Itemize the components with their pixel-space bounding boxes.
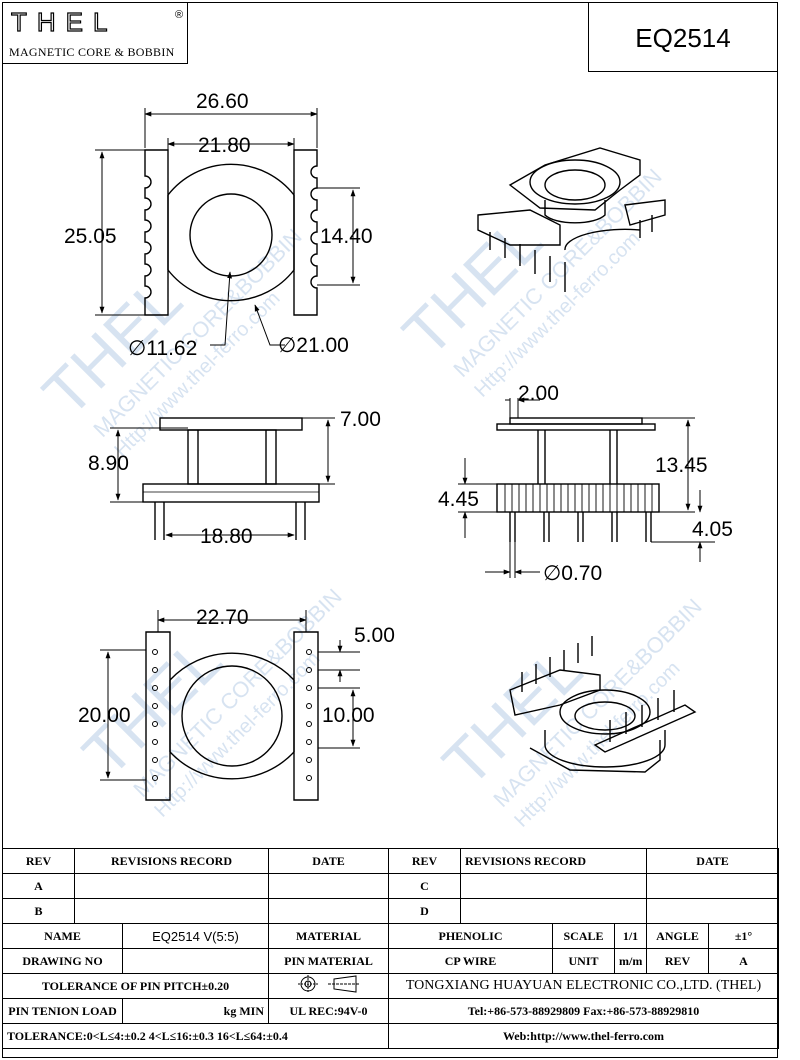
dim-side-tab: 2.00 [518, 382, 559, 405]
rev-c: C [388, 873, 461, 899]
technical-drawing: THEL MAGNETIC CORE&BOBBIN Http://www.the… [29, 90, 733, 832]
unit-value: m/m [614, 948, 647, 974]
pin-material-label: PIN MATERIAL [268, 948, 389, 974]
date-label-2: DATE [645, 848, 780, 874]
projection-symbol [268, 973, 389, 999]
company-name: TONGXIANG HUAYUAN ELECTRONIC CO.,LTD. (T… [387, 973, 780, 999]
tolerance-pitch-row: TOLERANCE OF PIN PITCH±0.20 TONGXIANG HU… [2, 973, 780, 999]
drawing-no-value [122, 948, 269, 974]
rev-b: B [2, 898, 75, 924]
dim-side-base: 4.45 [438, 488, 479, 511]
revision-row-b: B D [2, 898, 780, 924]
ul-rec: UL REC:94V-0 [268, 998, 389, 1024]
dim-front-top-thickness: 7.00 [340, 408, 381, 431]
angle-label: ANGLE [646, 923, 709, 949]
name-label: NAME [2, 923, 123, 949]
angle-value: ±1° [707, 923, 780, 949]
unit-label: UNIT [552, 948, 615, 974]
name-value: EQ2514 V(5:5) [122, 923, 269, 949]
isometric-view-top [477, 147, 666, 292]
dim-side-pin-length: 4.05 [692, 518, 733, 541]
dim-bottom-pitch: 5.00 [354, 624, 395, 647]
revision-header-row: REV REVISIONS RECORD DATE REV REVISIONS … [2, 848, 780, 874]
projection-icon [297, 975, 360, 993]
dim-top-flange-diameter: ∅21.00 [278, 334, 349, 357]
rev-label: REV [2, 848, 75, 874]
tolerance-length-row: TOLERANCE:0<L≤4:±0.2 4<L≤16:±0.3 16<L≤64… [2, 1023, 780, 1049]
dim-front-height: 8.90 [88, 452, 129, 475]
pin-tension-label: PIN TENION LOAD [2, 998, 123, 1024]
registered-mark: ® [175, 9, 184, 21]
date-label: DATE [268, 848, 389, 874]
web-address: Web:http://www.thel-ferro.com [387, 1023, 780, 1049]
pin-tension-row: PIN TENION LOAD kg MIN UL REC:94V-0 Tel:… [2, 998, 780, 1024]
rev-label-2: REV [388, 848, 461, 874]
tolerance-pitch: TOLERANCE OF PIN PITCH±0.20 [2, 973, 269, 999]
logo-block: THEL ® MAGNETIC CORE & BOBBIN [2, 2, 188, 64]
title-block-table: REV REVISIONS RECORD DATE REV REVISIONS … [2, 848, 780, 1049]
dim-top-height: 25.05 [64, 225, 117, 248]
material-label: MATERIAL [268, 923, 389, 949]
isometric-view-bottom [509, 636, 697, 773]
dim-bottom-width: 22.70 [196, 606, 249, 629]
front-view [110, 417, 335, 540]
dim-front-pin-span: 18.80 [200, 525, 253, 548]
side-view [458, 397, 715, 578]
tolerance-length: TOLERANCE:0<L≤4:±0.2 4<L≤16:±0.3 16<L≤64… [2, 1023, 389, 1049]
revisions-record-label: REVISIONS RECORD [74, 848, 269, 874]
tel-fax: Tel:+86-573-88929809 Fax:+86-573-8892981… [387, 998, 780, 1024]
dim-top-slot-span: 14.40 [320, 225, 373, 248]
watermark: THEL MAGNETIC CORE&BOBBIN Http://www.the… [29, 164, 707, 832]
dim-top-overall-width: 26.60 [196, 90, 249, 113]
scale-value: 1/1 [614, 923, 647, 949]
rev-a: A [2, 873, 75, 899]
pin-tension-unit: kg MIN [122, 998, 269, 1024]
rev-value: A [707, 948, 780, 974]
dim-top-inner-width: 21.80 [198, 134, 251, 157]
revisions-record-label-2: REVISIONS RECORD [460, 848, 647, 874]
dim-side-pin-diameter: ∅0.70 [543, 562, 602, 585]
drawing-no-label: DRAWING NO [2, 948, 123, 974]
material-value: PHENOLIC [388, 923, 553, 949]
dim-side-total: 13.45 [655, 454, 708, 477]
thel-logo: THEL [10, 6, 118, 37]
drawing-no-row: DRAWING NO PIN MATERIAL CP WIRE UNIT m/m… [2, 948, 780, 974]
logo-subtitle: MAGNETIC CORE & BOBBIN [9, 45, 175, 59]
name-row: NAME EQ2514 V(5:5) MATERIAL PHENOLIC SCA… [2, 923, 780, 949]
rev-label-3: REV [646, 948, 709, 974]
revision-row-a: A C [2, 873, 780, 899]
rev-d: D [388, 898, 461, 924]
part-number-title: EQ2514 [635, 23, 731, 53]
dim-top-bore-diameter: ∅11.62 [128, 337, 197, 360]
bottom-view [100, 610, 360, 801]
pin-material-value: CP WIRE [388, 948, 553, 974]
scale-label: SCALE [552, 923, 615, 949]
top-view [95, 108, 360, 346]
dim-bottom-span: 10.00 [322, 704, 375, 727]
dim-bottom-height: 20.00 [78, 704, 131, 727]
